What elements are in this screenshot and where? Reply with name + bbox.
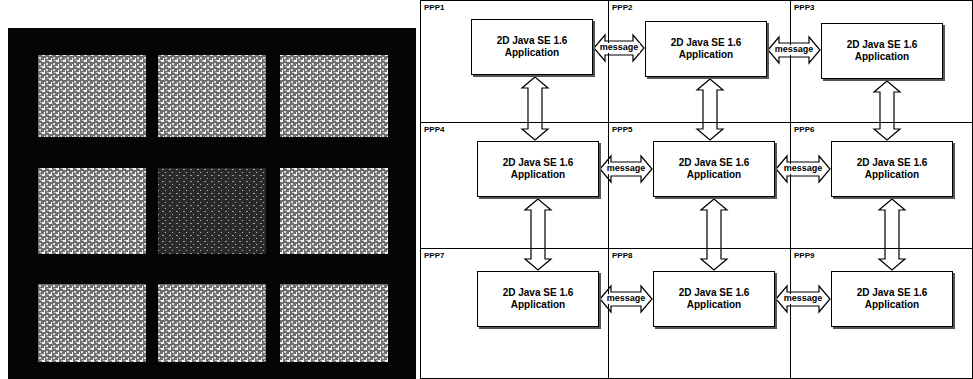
box-label: 2D Java SE 1.6 Application [832, 287, 952, 312]
processor-cell: PPP8 2D Java SE 1.6 Application [608, 248, 791, 379]
cell-label: PPP3 [794, 3, 814, 12]
cell-label: PPP4 [424, 125, 444, 134]
box-label: 2D Java SE 1.6 Application [646, 37, 766, 62]
arrow-label: message [606, 164, 647, 174]
box-label: 2D Java SE 1.6 Application [654, 287, 774, 312]
arrow-label: message [599, 43, 640, 53]
screen-tile [38, 55, 146, 137]
application-box: 2D Java SE 1.6 Application [653, 141, 775, 197]
screen-tile [38, 168, 146, 254]
screen-tile [38, 284, 146, 362]
processor-cell: PPP1 2D Java SE 1.6 Application [420, 0, 609, 123]
application-box: 2D Java SE 1.6 Application [477, 141, 599, 197]
message-arrow [874, 81, 900, 140]
message-arrow [776, 286, 830, 312]
processor-cell: PPP6 2D Java SE 1.6 Application [790, 122, 973, 249]
box-label: 2D Java SE 1.6 Application [478, 287, 598, 312]
application-box: 2D Java SE 1.6 Application [471, 19, 593, 75]
arrow-label: message [783, 294, 824, 304]
message-arrow [768, 37, 820, 63]
processor-cell: PPP4 2D Java SE 1.6 Application [420, 122, 609, 249]
application-box: 2D Java SE 1.6 Application [821, 23, 943, 79]
application-box: 2D Java SE 1.6 Application [831, 271, 953, 327]
processor-cell: PPP7 2D Java SE 1.6 Application [420, 248, 609, 379]
screen-tile [158, 284, 266, 362]
message-arrow [522, 77, 548, 140]
cell-label: PPP9 [794, 251, 814, 260]
application-box: 2D Java SE 1.6 Application [653, 271, 775, 327]
dark-panel [8, 28, 416, 379]
screen-tile [280, 284, 388, 362]
screen-tile [280, 55, 388, 137]
message-arrow [776, 156, 830, 182]
message-arrow [525, 199, 551, 270]
screen-tile [280, 168, 388, 254]
cell-label: PPP1 [424, 3, 444, 12]
processor-cell: PPP9 2D Java SE 1.6 Application [790, 248, 973, 379]
cell-label: PPP7 [424, 251, 444, 260]
processor-cell: PPP3 2D Java SE 1.6 Application [790, 0, 973, 123]
application-box: 2D Java SE 1.6 Application [831, 141, 953, 197]
arrow-label: message [783, 164, 824, 174]
cell-label: PPP6 [794, 125, 814, 134]
box-label: 2D Java SE 1.6 Application [822, 39, 942, 64]
screen-tile [158, 55, 266, 137]
cell-label: PPP2 [612, 3, 632, 12]
arrow-label: message [606, 294, 647, 304]
cell-label: PPP8 [612, 251, 632, 260]
message-arrow [701, 199, 727, 270]
processor-cell: PPP2 2D Java SE 1.6 Application [608, 0, 791, 123]
box-label: 2D Java SE 1.6 Application [654, 157, 774, 182]
arrow-label: message [774, 45, 815, 55]
box-label: 2D Java SE 1.6 Application [472, 35, 592, 60]
application-box: 2D Java SE 1.6 Application [477, 271, 599, 327]
screen-tile [158, 168, 266, 254]
box-label: 2D Java SE 1.6 Application [832, 157, 952, 182]
application-box: 2D Java SE 1.6 Application [645, 21, 767, 77]
box-label: 2D Java SE 1.6 Application [478, 157, 598, 182]
message-arrow [594, 35, 644, 61]
processor-cell: PPP5 2D Java SE 1.6 Application [608, 122, 791, 249]
message-arrow [879, 199, 905, 270]
cell-label: PPP5 [612, 125, 632, 134]
message-arrow [697, 79, 723, 140]
